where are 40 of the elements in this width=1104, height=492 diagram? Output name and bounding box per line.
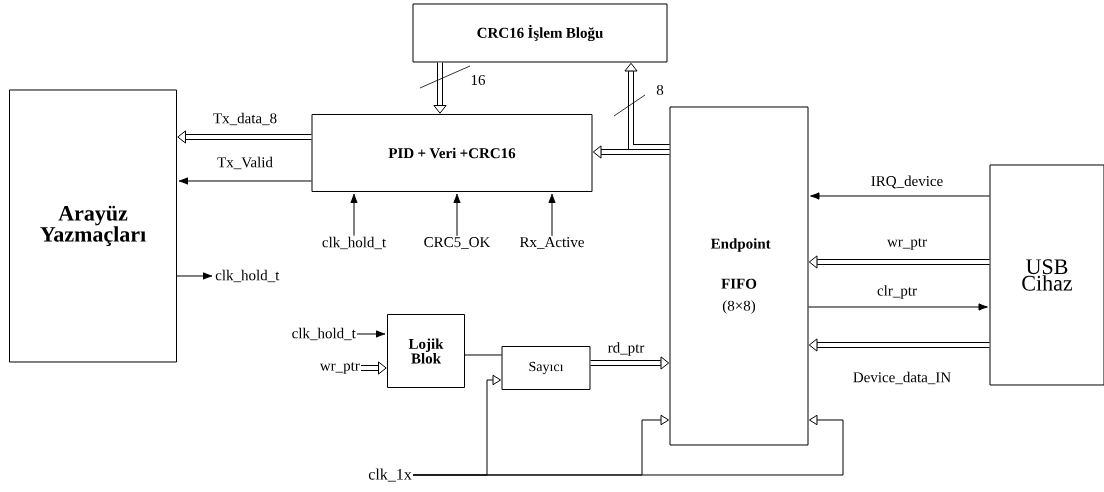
arrow [176,272,213,280]
arrow [453,193,461,237]
edge-label: Tx_Valid [216,155,274,171]
block-box: Endpoint FIFO (8×8) [669,106,809,446]
arrow [177,130,312,144]
edge-label: IRQ_device [869,174,945,190]
arrow [361,361,387,375]
edge-label: wr_ptr [886,237,928,251]
edge-label: 8 [655,83,665,97]
block-box: Arayüz Yazmaçları [9,89,177,363]
block-box: Sayıcı [501,346,591,390]
block-box: PID + Veri +CRC16 [311,114,593,192]
arrow [808,303,988,311]
arrow [178,177,312,185]
signal-label: clk_1x [368,468,412,482]
arrow [350,193,358,237]
signal-label: Rx_Active [519,237,584,249]
block-box: Lojik Blok [387,314,465,388]
signal-label: wr_ptr [319,362,360,374]
edge-label: Tx_data_8 [211,111,279,127]
signal-label: clk_hold_t [322,236,386,250]
arrow [433,62,447,114]
arrow [808,338,990,352]
arrow [810,192,990,200]
arrow [548,193,556,237]
edge-label: 16 [469,73,487,87]
signal-label: clk_hold_t [292,327,356,341]
signal-label: clk_hold_t [215,269,280,283]
arrow [624,62,670,150]
block-box: CRC16 İşlem Bloğu [412,3,668,63]
arrow [356,330,386,338]
arrow [808,255,990,269]
edge-label: Device_data_IN [851,370,953,386]
edge-label: clr_ptr [876,284,918,300]
arrow [412,414,844,476]
signal-label: CRC5_OK [424,237,491,249]
block-box: USB Cihaz [989,164,1104,386]
arrow [592,145,670,159]
edge-label: rd_ptr [606,341,646,357]
arrow [590,356,670,370]
